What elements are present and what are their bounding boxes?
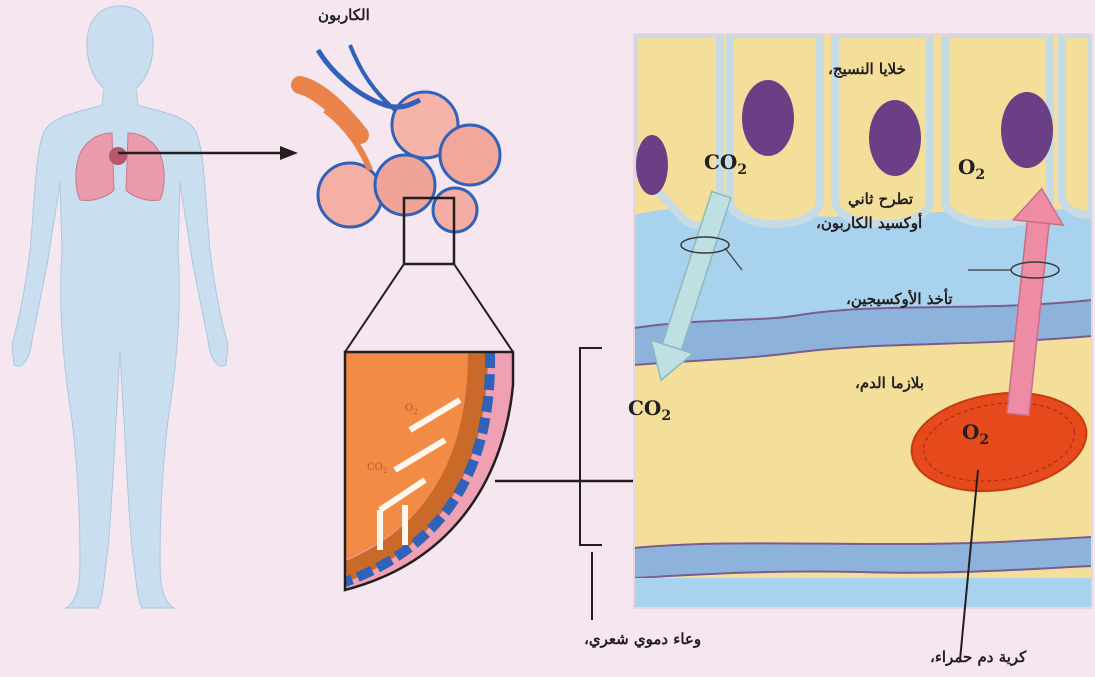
tissue-cell xyxy=(1062,34,1092,215)
o2-red-cell-formula: O2 xyxy=(962,420,989,448)
human-body-figure xyxy=(12,6,228,608)
co2-left-formula: CO2 xyxy=(628,396,671,424)
nucleus xyxy=(869,100,921,176)
label-o2-take: تأخذ الأوكسيجين، xyxy=(846,290,953,308)
label-tissue-cells: خلايا النسيج، xyxy=(828,60,906,78)
nucleus xyxy=(636,135,668,195)
alveolus xyxy=(440,125,500,185)
label-red-cell: كرية دم حمراء، xyxy=(930,648,1026,666)
body-silhouette xyxy=(12,6,228,608)
tissue-detail-panel xyxy=(634,34,1093,608)
label-plasma: بلازما الدم، xyxy=(855,374,924,392)
zoom-line-right xyxy=(454,264,513,352)
heart-marker xyxy=(109,147,127,165)
label-top-fragment: الكاربون xyxy=(318,6,370,24)
body-to-alveoli-arrowhead xyxy=(280,146,298,160)
nucleus xyxy=(742,80,794,156)
inset-co2-formula: CO2 xyxy=(367,462,387,475)
zoom-line-left xyxy=(345,264,404,352)
label-capillary: وعاء دموي شعري، xyxy=(584,630,701,648)
label-co2-release-1: تطرح ثاني xyxy=(848,190,913,208)
alveolus xyxy=(318,163,382,227)
capillary-bracket xyxy=(580,348,602,545)
alveoli-cluster xyxy=(300,45,500,264)
nucleus xyxy=(1001,92,1053,168)
co2-top-formula: CO2 xyxy=(704,150,747,178)
alveoli-bronchiole xyxy=(300,85,360,135)
o2-top-formula: O2 xyxy=(958,155,985,183)
inset-o2-formula: O2 xyxy=(405,403,418,416)
panel-lower-band xyxy=(634,578,1092,608)
label-co2-release-2: أوكسيد الكاربون، xyxy=(816,214,922,232)
